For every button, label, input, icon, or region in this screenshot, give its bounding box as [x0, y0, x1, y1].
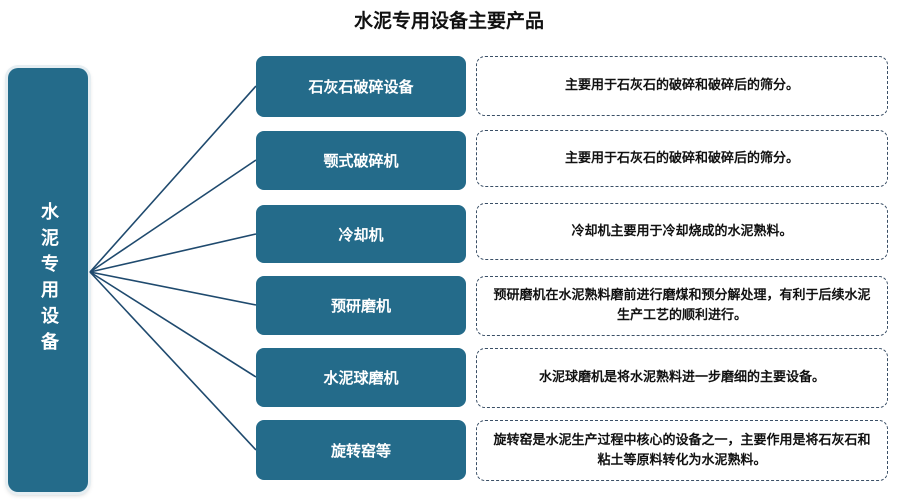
- item-node: 冷却机: [256, 205, 466, 263]
- connector-line: [89, 233, 257, 273]
- item-node: 预研磨机: [256, 276, 466, 335]
- item-description: 旋转窑是水泥生产过程中核心的设备之一，主要作用是将石灰石和粘土等原料转化为水泥熟…: [476, 420, 888, 481]
- item-description: 主要用于石灰石的破碎和破碎后的筛分。: [476, 56, 888, 116]
- item-node: 水泥球磨机: [256, 348, 466, 407]
- item-description: 预研磨机在水泥熟料磨前进行磨煤和预分解处理，有利于后续水泥生产工艺的顺利进行。: [476, 276, 888, 336]
- connector-line: [89, 159, 257, 273]
- connector-line: [89, 85, 257, 273]
- item-description: 水泥球磨机是将水泥熟料进一步磨细的主要设备。: [476, 348, 888, 408]
- root-label: 水泥专用设备: [38, 202, 59, 358]
- connector-line: [89, 271, 257, 306]
- connector-line: [89, 271, 257, 378]
- item-node: 旋转窑等: [256, 420, 466, 480]
- diagram-title: 水泥专用设备主要产品: [353, 10, 544, 32]
- item-node: 颚式破碎机: [256, 131, 466, 190]
- root-node: 水泥专用设备: [8, 68, 88, 492]
- item-description: 冷却机主要用于冷却烧成的水泥熟料。: [476, 203, 888, 260]
- item-description: 主要用于石灰石的破碎和破碎后的筛分。: [476, 130, 888, 187]
- connector-line: [89, 271, 257, 451]
- item-node: 石灰石破碎设备: [256, 56, 466, 117]
